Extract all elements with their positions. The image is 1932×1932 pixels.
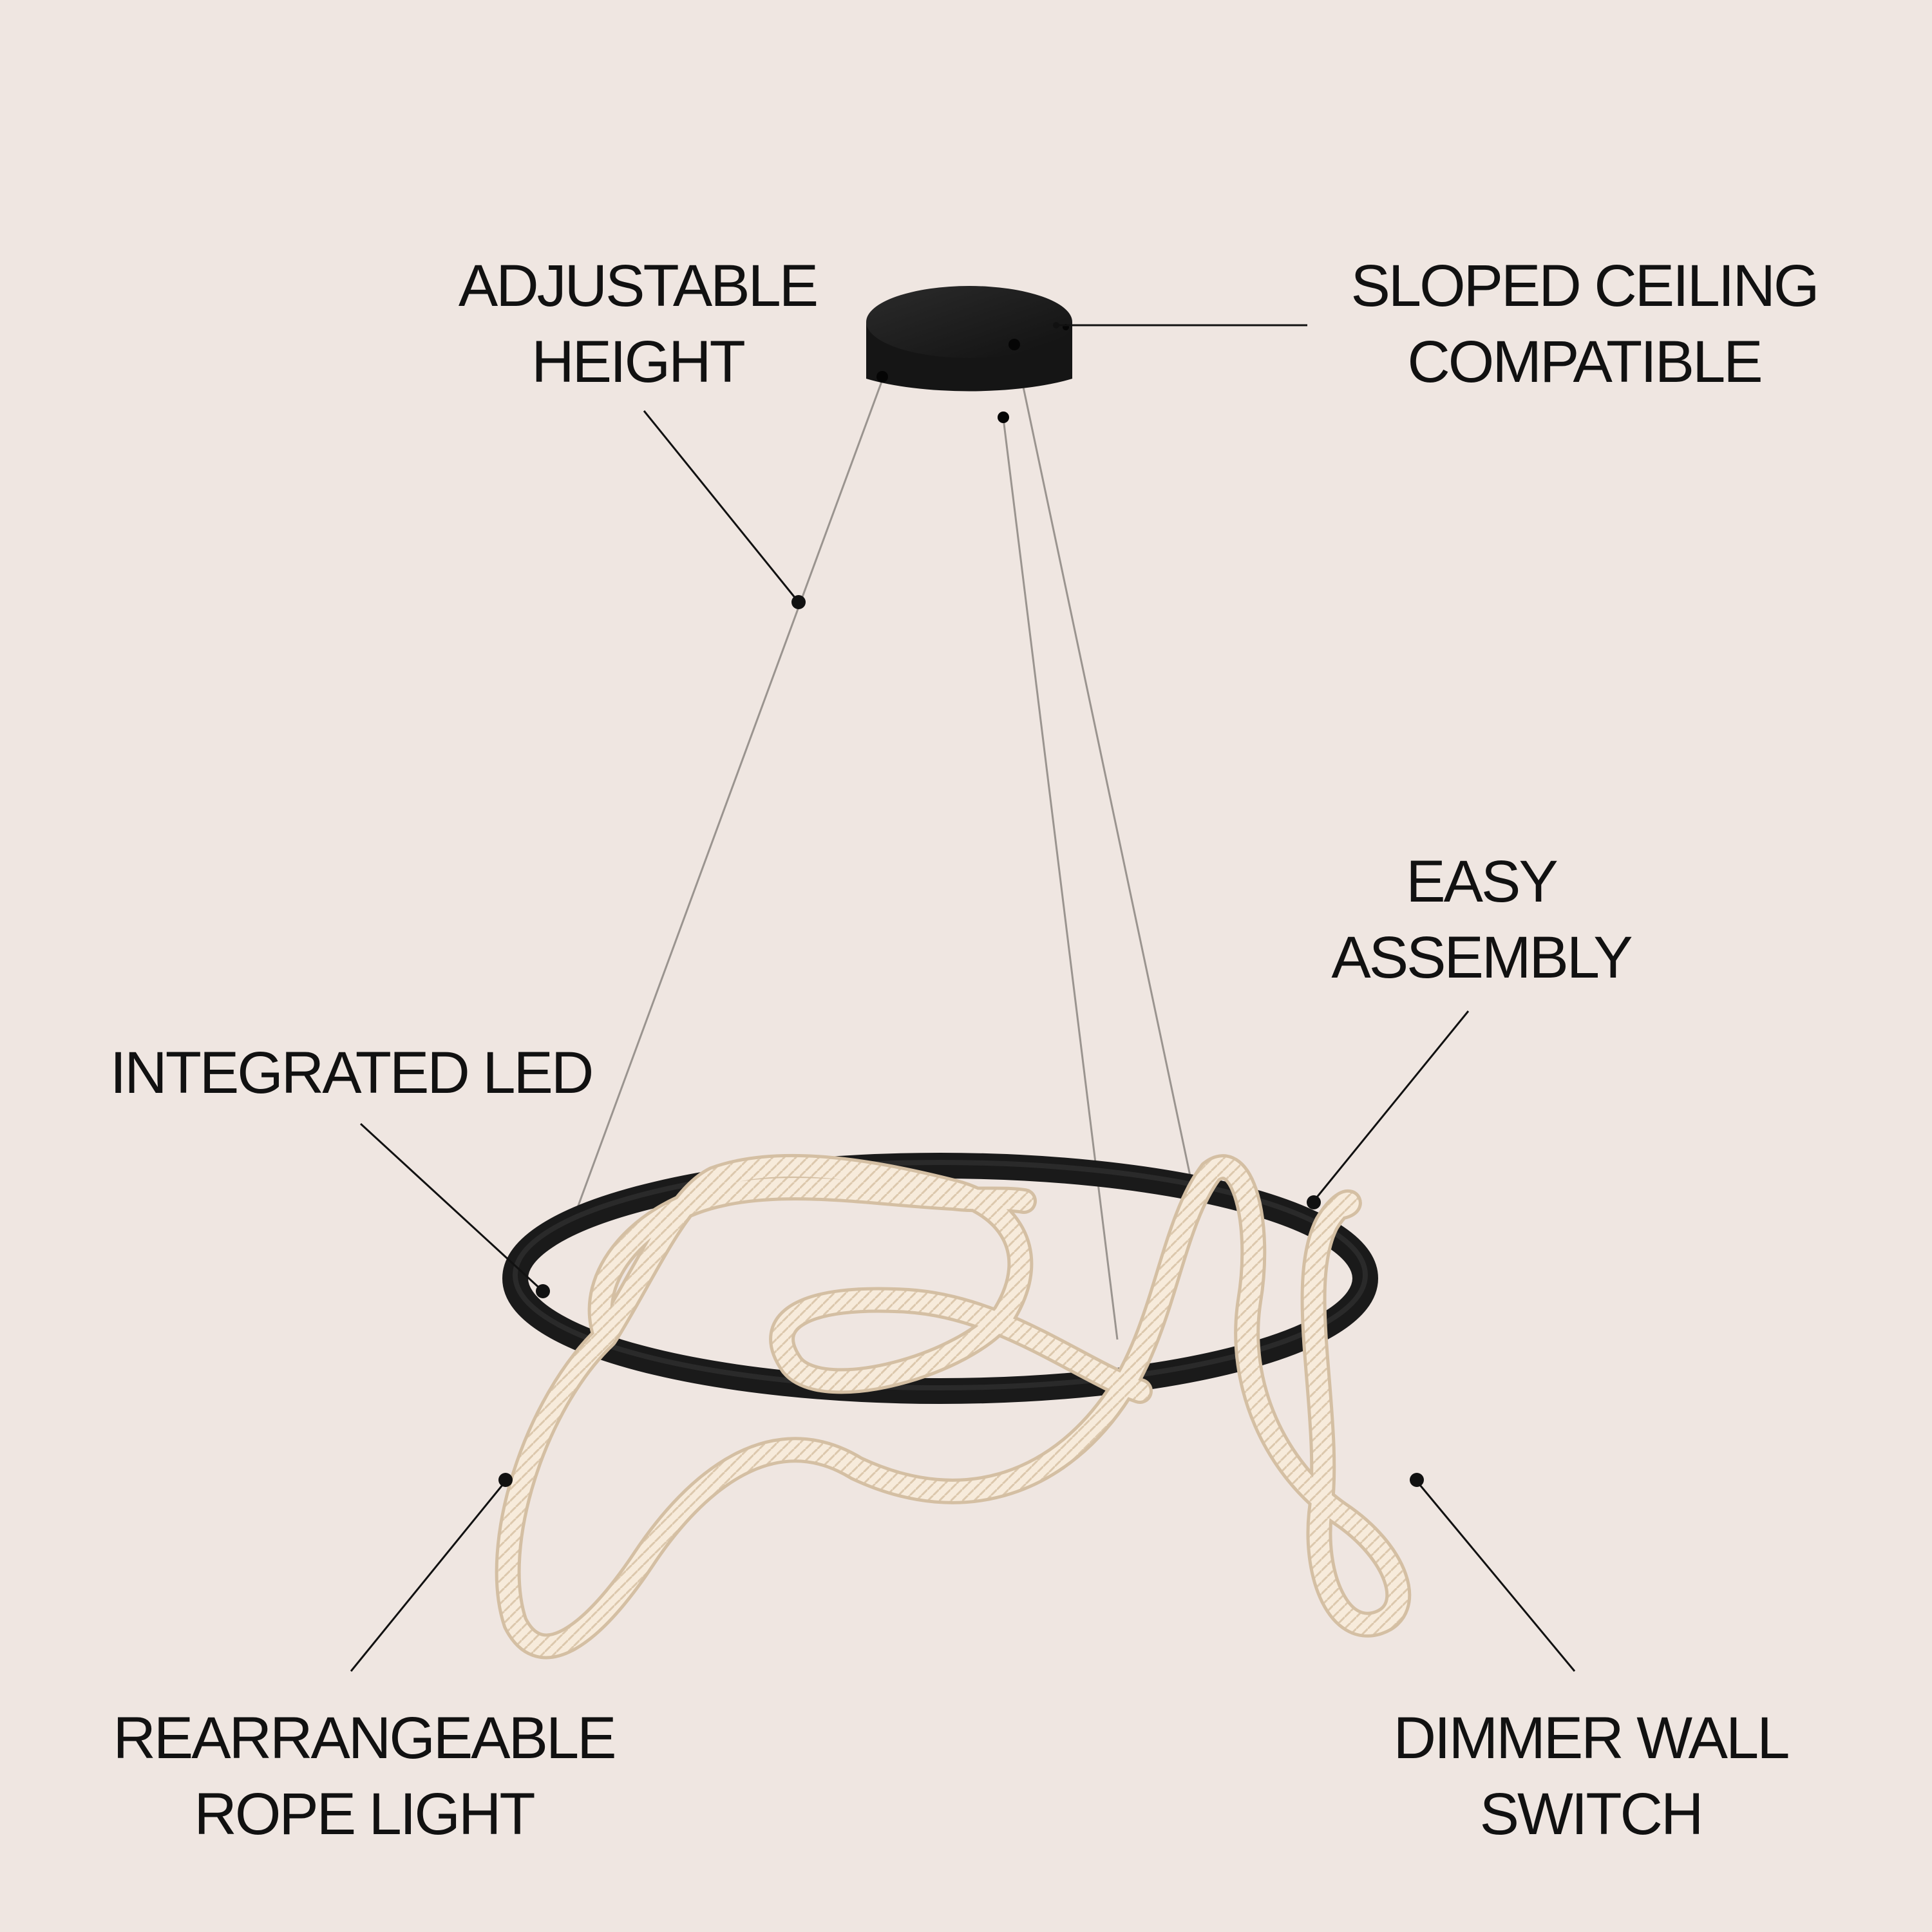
easy-assembly-line2: ASSEMBLY bbox=[1331, 925, 1633, 990]
ceiling-canopy bbox=[866, 286, 1072, 423]
dot-adjustable-height bbox=[791, 595, 806, 609]
leader-dimmer-switch bbox=[1416, 1481, 1576, 1672]
leader-easy-assembly bbox=[1312, 1010, 1470, 1202]
sloped-ceiling-line2: COMPATIBLE bbox=[1407, 329, 1763, 395]
dot-rope-light bbox=[498, 1473, 513, 1487]
leader-integrated-led bbox=[359, 1122, 544, 1293]
dot-dimmer-switch bbox=[1410, 1473, 1424, 1487]
dot-easy-assembly bbox=[1307, 1195, 1321, 1209]
sloped-ceiling-line1: SLOPED CEILING bbox=[1350, 253, 1820, 319]
callout-rope-light: REARRANGEABLE ROPE LIGHT bbox=[77, 1700, 650, 1852]
leader-rope-light bbox=[350, 1481, 507, 1672]
callout-easy-assembly: EASY ASSEMBLY bbox=[1301, 844, 1662, 996]
dimmer-switch-line2: SWITCH bbox=[1479, 1781, 1704, 1847]
rope-light-line2: ROPE LIGHT bbox=[194, 1781, 535, 1847]
adjustable-height-line1: ADJUSTABLE bbox=[458, 253, 819, 319]
dot-sloped-ceiling bbox=[1053, 322, 1059, 328]
rope-light bbox=[495, 1153, 1412, 1660]
integrated-led-line1: INTEGRATED LED bbox=[109, 1040, 594, 1106]
cable-right bbox=[1013, 344, 1193, 1182]
callout-sloped-ceiling: SLOPED CEILING COMPATIBLE bbox=[1327, 248, 1842, 400]
cable-left bbox=[575, 379, 884, 1211]
leader-adjustable-height bbox=[643, 410, 800, 603]
dimmer-switch-line1: DIMMER WALL bbox=[1393, 1705, 1790, 1771]
callout-integrated-led: INTEGRATED LED bbox=[77, 1035, 625, 1111]
dot-integrated-led bbox=[536, 1284, 550, 1298]
easy-assembly-line1: EASY bbox=[1406, 849, 1558, 914]
callout-adjustable-height: ADJUSTABLE HEIGHT bbox=[438, 248, 837, 400]
callout-dimmer-switch: DIMMER WALL SWITCH bbox=[1352, 1700, 1829, 1852]
rope-light-line1: REARRANGEABLE bbox=[113, 1705, 616, 1771]
callout-dots bbox=[498, 322, 1424, 1487]
callout-leaders bbox=[350, 324, 1576, 1672]
led-ring bbox=[502, 1153, 1378, 1404]
adjustable-height-line2: HEIGHT bbox=[531, 329, 746, 395]
